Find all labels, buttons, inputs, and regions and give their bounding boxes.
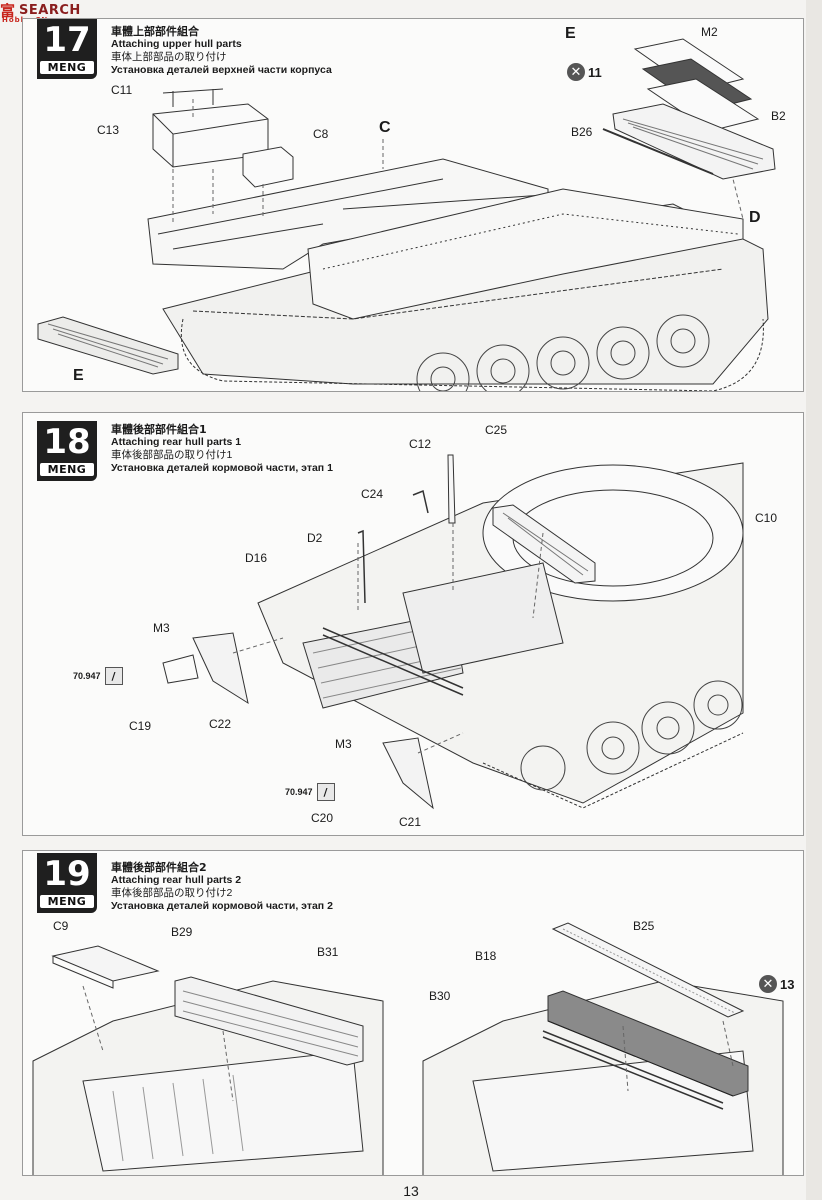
multiply-icon: ✕ [759,975,777,993]
part-label-b30: B30 [429,989,451,1003]
part-label-b18: B18 [475,949,497,963]
title-jp: 車体上部部品の取り付け [111,51,227,63]
part-label-m2: M2 [701,25,718,39]
part-label-c24: C24 [361,487,384,501]
size-marker-b: 70.947 / [285,783,335,801]
title-en: Attaching rear hull parts 1 [111,436,242,448]
knife-icon: / [316,783,335,801]
part-label-m3-b: M3 [335,737,352,751]
part-label-b26: B26 [571,125,593,139]
size-value: 70.947 [285,787,313,797]
step-17-panel: 17 MENG 車體上部部件組合 Attaching upper hull pa… [22,18,804,392]
title-ru: Установка деталей верхней части корпуса [111,64,332,76]
part-label-c13: C13 [97,123,120,137]
step-18-panel: 18 MENG 車體後部部件組合1 Attaching rear hull pa… [22,412,804,836]
step-19-illustration [32,922,784,1175]
size-marker-a: 70.947 / [73,667,123,685]
part-label-c21: C21 [399,815,422,829]
watermark-logo: 富 [0,1,16,20]
step-heading: 車體後部部件組合2 Attaching rear hull parts 2 車体… [111,861,333,913]
quantity-count: 11 [588,64,602,80]
step-heading: 車體上部部件組合 Attaching upper hull parts 車体上部… [111,25,332,77]
brand-logo: MENG [40,463,94,476]
part-label-d2: D2 [307,531,323,545]
step-18-illustration [162,454,744,810]
part-label-c22: C22 [209,717,232,731]
part-label-b29: B29 [171,925,193,939]
part-label-c8: C8 [313,127,329,141]
knife-icon: / [104,667,123,685]
brand-logo: MENG [40,895,94,908]
part-label-c20: C20 [311,811,334,825]
part-label-c12: C12 [409,437,432,451]
title-jp: 車体後部部品の取り付け1 [111,449,233,461]
step-19-panel: 19 MENG 車體後部部件組合2 Attaching rear hull pa… [22,850,804,1176]
part-label-c25: C25 [485,423,508,437]
part-label-c11: C11 [111,83,133,97]
step-number: 19 [43,854,91,894]
quantity-badge: ✕ 11 [567,63,602,81]
part-label-c9: C9 [53,919,69,933]
watermark: 富 SEARCH Hobby.CN [0,0,81,25]
quantity-count: 13 [780,976,795,992]
page-number: 13 [403,1183,419,1199]
step-badge: 17 MENG [37,19,97,79]
title-ru: Установка деталей кормовой части, этап 1 [111,462,333,474]
part-label-e-bottom: E [73,367,84,384]
part-label-c: C [379,119,391,136]
part-label-b31: B31 [317,945,339,959]
brand-logo: MENG [40,61,94,74]
title-en: Attaching rear hull parts 2 [111,874,242,886]
step-number: 17 [43,20,91,60]
title-cn: 車體後部部件組合2 [111,861,207,874]
title-en: Attaching upper hull parts [111,38,242,50]
step-badge: 18 MENG [37,421,97,481]
watermark-text: SEARCH [19,2,81,18]
step-heading: 車體後部部件組合1 Attaching rear hull parts 1 車体… [111,423,333,475]
title-ru: Установка деталей кормовой части, этап 2 [111,900,333,912]
title-cn: 車體後部部件組合1 [111,423,207,436]
multiply-icon: ✕ [567,63,585,81]
part-label-b25: B25 [633,919,655,933]
part-label-e-top: E [565,25,576,42]
title-jp: 車体後部部品の取り付け2 [111,887,233,899]
part-label-m3-a: M3 [153,621,170,635]
step-badge: 19 MENG [37,853,97,913]
part-label-d16: D16 [245,551,268,565]
part-label-d: D [749,209,761,226]
part-label-b2: B2 [771,109,786,123]
step-number: 18 [43,422,91,462]
title-cn: 車體上部部件組合 [111,25,199,38]
part-label-c10: C10 [755,511,778,525]
page-edge [806,0,822,1200]
step-17-illustration [37,38,776,391]
part-label-c19: C19 [129,719,152,733]
size-value: 70.947 [73,671,101,681]
quantity-badge: ✕ 13 [759,975,794,993]
